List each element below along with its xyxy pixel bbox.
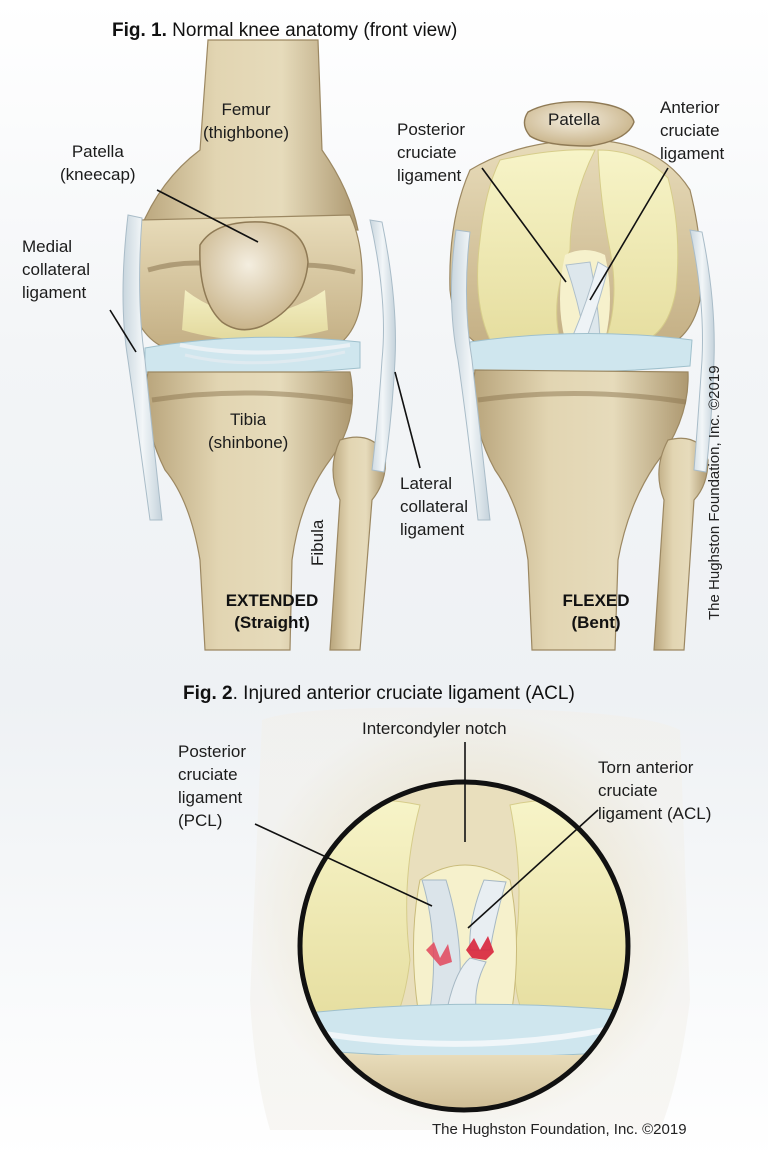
extended-knee-drawing xyxy=(122,39,396,651)
label-posterior-cruciate-flexed: Posterior cruciate ligament xyxy=(397,120,466,185)
label-torn-acl: Torn anterior cruciate ligament (ACL) xyxy=(598,758,712,823)
leader-lcl xyxy=(394,371,421,469)
flexed-knee-drawing xyxy=(449,101,715,651)
label-fibula: Fibula xyxy=(308,519,327,566)
label-tibia: Tibia (shinbone) xyxy=(208,410,289,452)
leader-pcl xyxy=(254,823,433,907)
magnification-circle xyxy=(297,779,631,1113)
fig1-title-text: Normal knee anatomy (front view) xyxy=(166,20,458,41)
leader-torn-acl xyxy=(467,809,599,929)
label-intercondyler-notch: Intercondyler notch xyxy=(362,719,507,738)
leader-mcl xyxy=(109,309,137,353)
leader-pcl-flexed xyxy=(481,167,567,283)
fig2-title-text: . Injured anterior cruciate ligament (AC… xyxy=(232,683,575,704)
fig1-title-bold: Fig. 1. xyxy=(112,20,167,41)
label-lateral-collateral-ligament: Lateral collateral ligament xyxy=(400,474,469,539)
label-femur: Femur (thighbone) xyxy=(203,100,290,142)
caption-flexed: FLEXED (Bent) xyxy=(562,591,630,632)
label-posterior-cruciate-pcl: Posterior cruciate ligament (PCL) xyxy=(178,742,247,830)
fig2-credit: The Hughston Foundation, Inc. ©2019 xyxy=(432,1121,687,1138)
fig2-title-bold: Fig. 2 xyxy=(183,683,233,704)
leader-acl-flexed xyxy=(589,167,669,301)
leader-patella-ext xyxy=(156,189,259,243)
fig1-title: Fig. 1. Normal knee anatomy (front view) xyxy=(112,20,457,42)
caption-extended: EXTENDED (Straight) xyxy=(225,591,319,632)
label-medial-collateral-ligament: Medial collateral ligament xyxy=(22,237,91,302)
leader-lines xyxy=(109,167,669,929)
label-patella-extended: Patella (kneecap) xyxy=(60,142,136,184)
injured-knee-drawing xyxy=(250,707,690,1130)
fig1-credit: The Hughston Foundation, Inc. ©2019 xyxy=(706,365,723,620)
label-anterior-cruciate-flexed: Anterior cruciate ligament xyxy=(660,98,725,163)
label-patella-flexed: Patella xyxy=(548,110,600,129)
fig2-title: Fig. 2. Injured anterior cruciate ligame… xyxy=(183,683,575,705)
